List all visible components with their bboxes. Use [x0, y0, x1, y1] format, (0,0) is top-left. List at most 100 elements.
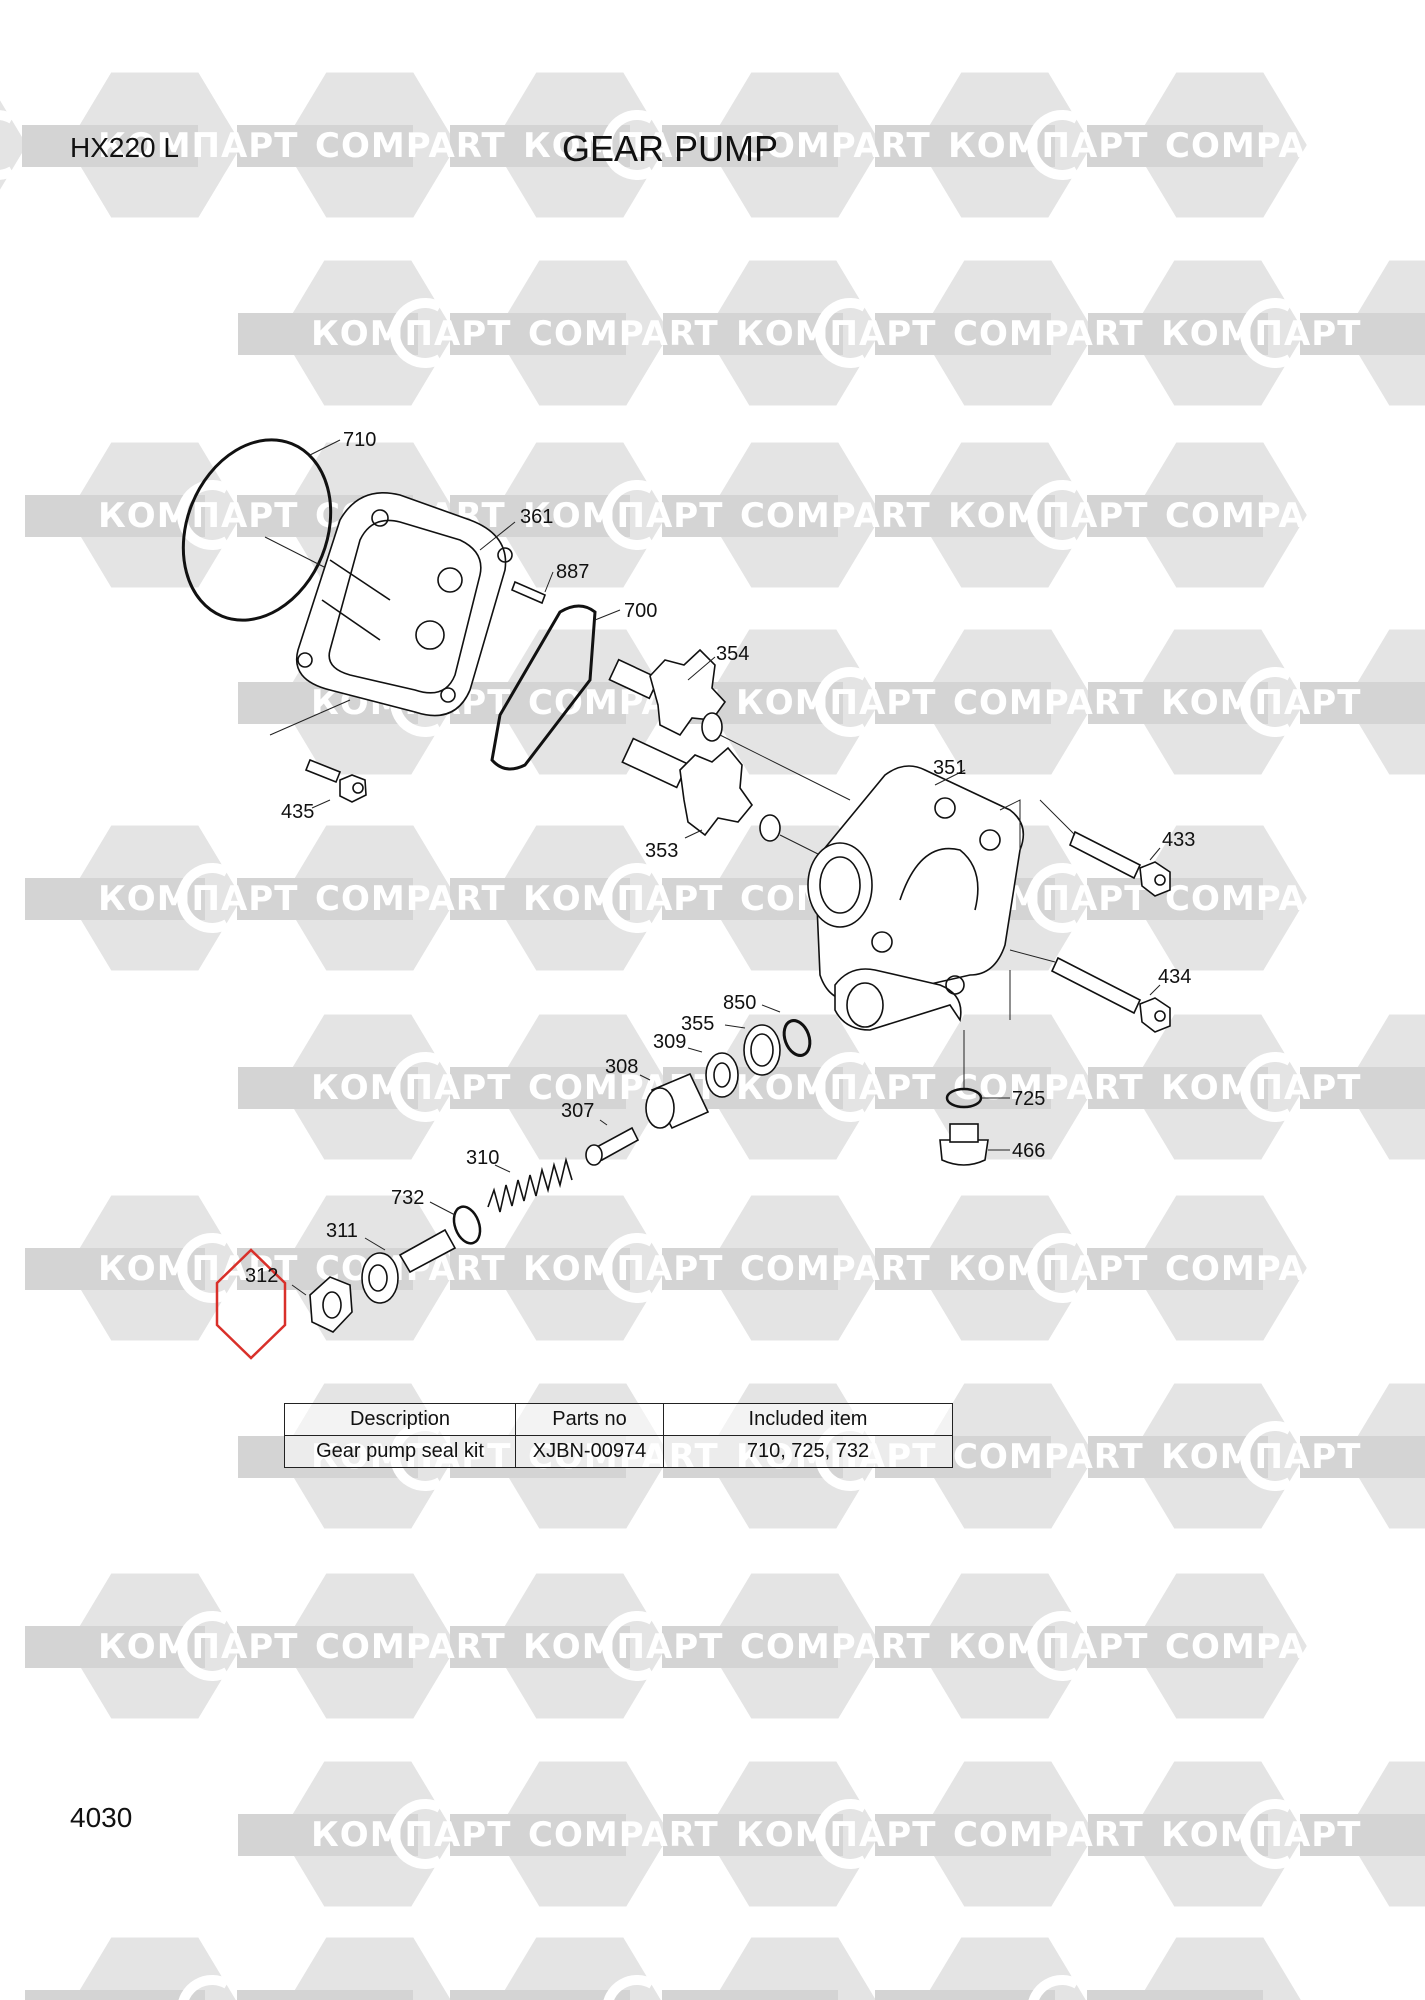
svg-text:COMPART: COMPART — [953, 1068, 1144, 1108]
svg-text:COMPART: COMPART — [953, 1815, 1144, 1855]
svg-text:COMPART: COMPART — [528, 314, 719, 354]
model-name: HX220 L — [70, 132, 179, 163]
part-700-seal[interactable] — [490, 604, 621, 771]
svg-text:COMPART: COMPART — [315, 126, 506, 166]
table-row: Gear pump seal kit XJBN-00974 710, 725, … — [284, 1435, 953, 1468]
callout-355: 355 — [681, 1013, 714, 1035]
callout-354: 354 — [716, 643, 749, 665]
svg-text:COMPART: COMPART — [953, 1437, 1144, 1477]
part-466-plug[interactable] — [939, 1123, 1010, 1166]
svg-text:КОМПАРТ: КОМПАРТ — [1161, 314, 1361, 354]
svg-text:КОМПАРТ: КОМПАРТ — [948, 1249, 1148, 1289]
callout-435: 435 — [281, 801, 314, 823]
part-850-snapring[interactable] — [761, 1004, 814, 1059]
seal-kit-table: Description Parts no Included item Gear … — [284, 1403, 953, 1468]
callout-351: 351 — [933, 757, 966, 779]
svg-text:КОМПАРТ: КОМПАРТ — [98, 879, 298, 919]
part-353-gear[interactable] — [621, 737, 831, 861]
svg-text:COMPART: COMPART — [953, 683, 1144, 723]
svg-text:КОМПАРТ: КОМПАРТ — [311, 314, 511, 354]
svg-text:КОМПАРТ: КОМПАРТ — [736, 314, 936, 354]
svg-text:COMPART: COMPART — [315, 879, 506, 919]
svg-text:КОМПАРТ: КОМПАРТ — [1161, 1437, 1361, 1477]
svg-text:КОМПАРТ: КОМПАРТ — [736, 1068, 936, 1108]
svg-text:КОМПАРТ: КОМПАРТ — [98, 496, 298, 536]
svg-text:КОМПАРТ: КОМПАРТ — [98, 1249, 298, 1289]
svg-text:КОМПАРТ: КОМПАРТ — [948, 496, 1148, 536]
svg-text:COMPART: COMPART — [740, 1249, 931, 1289]
part-307-poppet[interactable] — [585, 1119, 640, 1166]
callout-307: 307 — [561, 1100, 594, 1122]
part-355-bearing[interactable] — [724, 1024, 781, 1076]
svg-text:COMPART: COMPART — [1165, 1627, 1356, 1667]
part-354-gear[interactable] — [608, 648, 851, 801]
svg-text:КОМПАРТ: КОМПАРТ — [948, 126, 1148, 166]
part-732-oring[interactable] — [429, 1201, 485, 1247]
part-433-bolt[interactable] — [1039, 799, 1171, 897]
svg-text:COMPART: COMPART — [1165, 1249, 1356, 1289]
callout-361: 361 — [520, 506, 553, 528]
svg-text:COMPART: COMPART — [1165, 879, 1356, 919]
part-361-cover[interactable] — [296, 491, 516, 717]
svg-text:COMPART: COMPART — [740, 1627, 931, 1667]
callout-433: 433 — [1162, 829, 1195, 851]
part-351-body[interactable] — [807, 765, 1025, 1031]
part-435-bolt[interactable] — [269, 699, 367, 809]
callout-700: 700 — [624, 600, 657, 622]
svg-text:COMPART: COMPART — [740, 126, 931, 166]
table-header-row: Description Parts no Included item — [284, 1403, 953, 1436]
svg-text:КОМПАРТ: КОМПАРТ — [523, 126, 723, 166]
svg-text:COMPART: COMPART — [953, 314, 1144, 354]
svg-text:КОМПАРТ: КОМПАРТ — [1161, 1815, 1361, 1855]
part-308-housing[interactable] — [639, 1072, 710, 1130]
svg-text:КОМПАРТ: КОМПАРТ — [98, 1627, 298, 1667]
part-725-oring[interactable] — [945, 1030, 1010, 1109]
callout-353: 353 — [645, 840, 678, 862]
svg-text:КОМПАРТ: КОМПАРТ — [948, 1627, 1148, 1667]
page-number: 4030 — [70, 1802, 133, 1833]
column-header-included-item: Included item — [663, 1403, 953, 1436]
svg-text:COMPART: COMPART — [315, 1627, 506, 1667]
svg-text:КОМПАРТ: КОМПАРТ — [523, 879, 723, 919]
svg-text:КОМПАРТ: КОМПАРТ — [311, 1815, 511, 1855]
svg-text:КОМПАРТ: КОМПАРТ — [736, 1815, 936, 1855]
svg-text:КОМПАРТ: КОМПАРТ — [523, 1249, 723, 1289]
svg-text:КОМПАРТ: КОМПАРТ — [523, 496, 723, 536]
highlight-312-hexagon[interactable] — [215, 1248, 287, 1360]
part-312-nut[interactable] — [291, 1276, 353, 1333]
callout-310: 310 — [466, 1147, 499, 1169]
part-311-plug[interactable] — [361, 1228, 457, 1304]
part-434-bolt[interactable] — [1009, 949, 1171, 1033]
callout-311: 311 — [326, 1220, 358, 1242]
callout-850: 850 — [723, 992, 756, 1014]
callout-732: 732 — [391, 1187, 424, 1209]
callout-887: 887 — [556, 561, 589, 583]
cell-parts-no: XJBN-00974 — [515, 1435, 664, 1468]
svg-text:КОМПАРТ: КОМПАРТ — [523, 1627, 723, 1667]
svg-text:COMPART: COMPART — [1165, 126, 1356, 166]
part-710-oring[interactable] — [157, 418, 356, 643]
part-309-bushing[interactable] — [687, 1047, 739, 1098]
callout-309: 309 — [653, 1031, 686, 1053]
callout-466: 466 — [1012, 1140, 1045, 1162]
part-310-spring[interactable] — [487, 1156, 573, 1213]
part-887-pin[interactable] — [510, 571, 554, 605]
svg-text:КОМПАРТ: КОМПАРТ — [1161, 683, 1361, 723]
cell-included-item: 710, 725, 732 — [663, 1435, 953, 1468]
svg-text:COMPART: COMPART — [528, 1815, 719, 1855]
svg-text:COMPART: COMPART — [1165, 496, 1356, 536]
page-title: GEAR PUMP — [562, 128, 779, 169]
svg-text:КОМПАРТ: КОМПАРТ — [311, 1068, 511, 1108]
callout-308: 308 — [605, 1056, 638, 1078]
callout-312: 312 — [245, 1265, 278, 1287]
svg-text:COMPART: COMPART — [740, 496, 931, 536]
callout-710: 710 — [343, 429, 376, 451]
callout-434: 434 — [1158, 966, 1191, 988]
cell-description: Gear pump seal kit — [284, 1435, 516, 1468]
column-header-description: Description — [284, 1403, 516, 1436]
callout-labels: 710 361 887 700 354 435 351 353 433 434 … — [245, 429, 1195, 1287]
svg-text:КОМПАРТ: КОМПАРТ — [736, 683, 936, 723]
callout-725: 725 — [1012, 1088, 1045, 1110]
svg-text:КОМПАРТ: КОМПАРТ — [1161, 1068, 1361, 1108]
